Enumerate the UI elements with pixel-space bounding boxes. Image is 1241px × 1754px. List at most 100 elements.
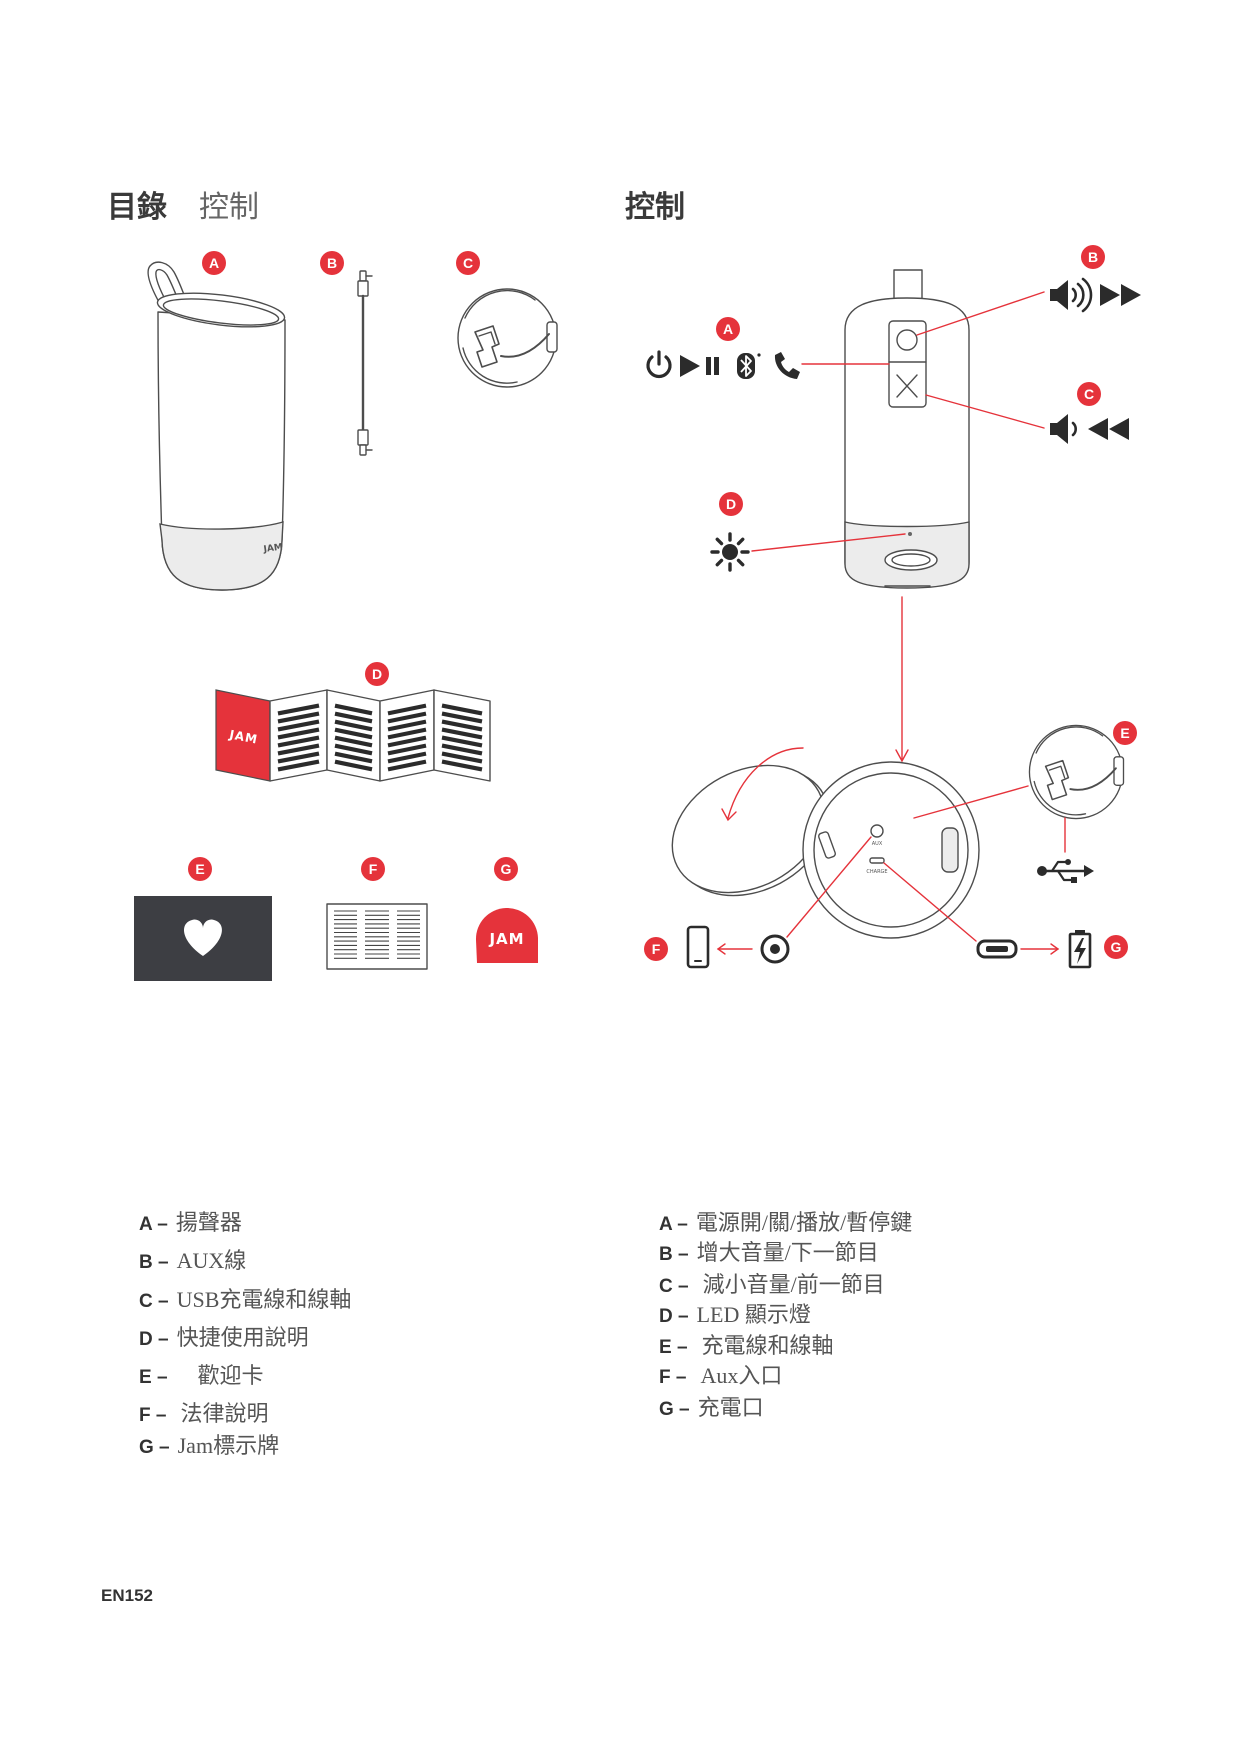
leaflet-text-bar: [334, 759, 373, 772]
item-key: E –: [139, 1367, 168, 1388]
cable-reel-icon: [1028, 724, 1125, 820]
control-c-icons: [1050, 414, 1129, 444]
speaker-top: [156, 292, 286, 328]
contents-item-d: D –快捷使用說明: [139, 1323, 309, 1353]
badge-e: E: [188, 857, 212, 881]
controls-item-e: E – 充電線和線軸: [659, 1331, 834, 1361]
svg-text:CHARGE: CHARGE: [866, 869, 887, 875]
charge-port: [869, 857, 885, 864]
aux-port-icon: [760, 934, 790, 964]
svg-text:E: E: [1120, 725, 1129, 741]
speaker-logo: JAM: [262, 542, 284, 555]
contents-title: 目錄: [107, 190, 167, 225]
play-icon: [680, 355, 700, 377]
power-icon: [646, 350, 672, 379]
item-key: F –: [139, 1405, 167, 1426]
cable-reel-illustration: [457, 288, 558, 388]
svg-text:A: A: [723, 321, 733, 337]
controls-item-d: D –LED 顯示燈: [659, 1300, 811, 1330]
svg-text:C: C: [463, 255, 473, 271]
leaflet-text-bar: [334, 735, 373, 748]
controls-item-f: F –Aux入口: [659, 1361, 782, 1391]
item-label: 充電線和線軸: [701, 1333, 834, 1358]
volume-down-icon: [1050, 414, 1077, 444]
lid-arrow: [727, 747, 804, 819]
usb-icon: [1037, 859, 1094, 883]
leaflet-text-bar: [387, 703, 427, 716]
base-open-illustration: AUX CHARGE: [671, 747, 1029, 942]
item-label: 增大音量/下一節目: [696, 1240, 879, 1265]
contents-item-e: E –歡迎卡: [139, 1361, 264, 1391]
item-key: G –: [139, 1437, 170, 1458]
badge-d: D: [719, 492, 743, 516]
leaflet-logo: JAM: [227, 727, 259, 746]
badge-a: A: [202, 251, 226, 275]
jam-logo-tag: JAM: [475, 907, 538, 963]
legal-booklet-illustration: [326, 903, 428, 970]
leaflet-text-bar: [277, 711, 320, 724]
aux-cable-illustration: [357, 270, 373, 456]
item-key: C –: [659, 1276, 689, 1297]
aux-jack: [870, 824, 884, 838]
item-key: A –: [659, 1214, 688, 1235]
item-label: AUX線: [176, 1248, 247, 1273]
item-key: A –: [139, 1214, 168, 1235]
item-key: B –: [659, 1244, 689, 1265]
base-clip: [941, 827, 959, 873]
leaflet-text-bar: [277, 735, 320, 748]
leaflet-text-bar: [334, 727, 373, 740]
badge-f: F: [644, 937, 668, 961]
controls-item-a: A – 電源開/關/播放/暫停鍵: [659, 1208, 912, 1238]
item-label: 法律說明: [180, 1401, 269, 1426]
leaflet-text-bar: [387, 727, 427, 740]
item-label: USB充電線和線軸: [176, 1287, 352, 1312]
item-key: E –: [659, 1337, 688, 1358]
leaflet-text-bar: [277, 751, 320, 764]
badge-f: F: [361, 857, 385, 881]
svg-text:AUX: AUX: [872, 841, 883, 847]
leaflet-text-bar: [441, 735, 483, 748]
leaflet-text-bar: [277, 759, 320, 772]
battery-charging-icon: [1068, 930, 1092, 969]
svg-text:F: F: [652, 941, 661, 957]
svg-text:C: C: [1084, 386, 1094, 402]
speaker-controls-illustration: [844, 269, 970, 589]
badge-d: D: [365, 662, 389, 686]
led-ray: [715, 537, 724, 546]
leaflet-text-bar: [387, 719, 427, 732]
item-key: C –: [139, 1291, 169, 1312]
item-label: 減小音量/前一節目: [702, 1272, 885, 1297]
welcome-card-illustration: [134, 896, 272, 981]
svg-text:A: A: [209, 255, 219, 271]
leaflet-text-bar: [334, 703, 373, 716]
badge-c: C: [1077, 382, 1101, 406]
bottom-button: [884, 549, 938, 571]
item-label: Jam標示牌: [177, 1433, 280, 1458]
item-label: 電源開/關/播放/暫停鍵: [695, 1210, 913, 1235]
charge-port-icon: [976, 939, 1018, 959]
leaflet-text-bar: [277, 719, 320, 732]
leaflet-text-bar: [441, 751, 483, 764]
leaflet-text-bar: [441, 719, 483, 732]
leaflet-text-bar: [387, 735, 427, 748]
bottom-lid: [671, 764, 825, 894]
leaflet-text-bar: [277, 703, 320, 716]
item-key: F –: [659, 1367, 687, 1388]
badge-e: E: [1113, 721, 1137, 745]
leaflet-text-bar: [277, 743, 320, 756]
phone-icon: [774, 352, 800, 379]
item-label: 快捷使用說明: [176, 1325, 309, 1350]
item-label: LED 顯示燈: [696, 1302, 811, 1327]
leaflet-text-bar: [334, 711, 373, 724]
led-ray: [736, 537, 745, 546]
control-b-icons: [1050, 277, 1141, 313]
contents-item-b: B –AUX線: [139, 1246, 246, 1276]
contents-item-f: F – 法律說明: [139, 1399, 268, 1429]
contents-item-c: C – USB充電線和線軸: [139, 1285, 351, 1315]
svg-text:F: F: [369, 861, 378, 877]
next-track-icon: [1100, 284, 1141, 306]
leaflet-text-bar: [441, 711, 483, 724]
svg-text:JAM: JAM: [488, 930, 524, 948]
